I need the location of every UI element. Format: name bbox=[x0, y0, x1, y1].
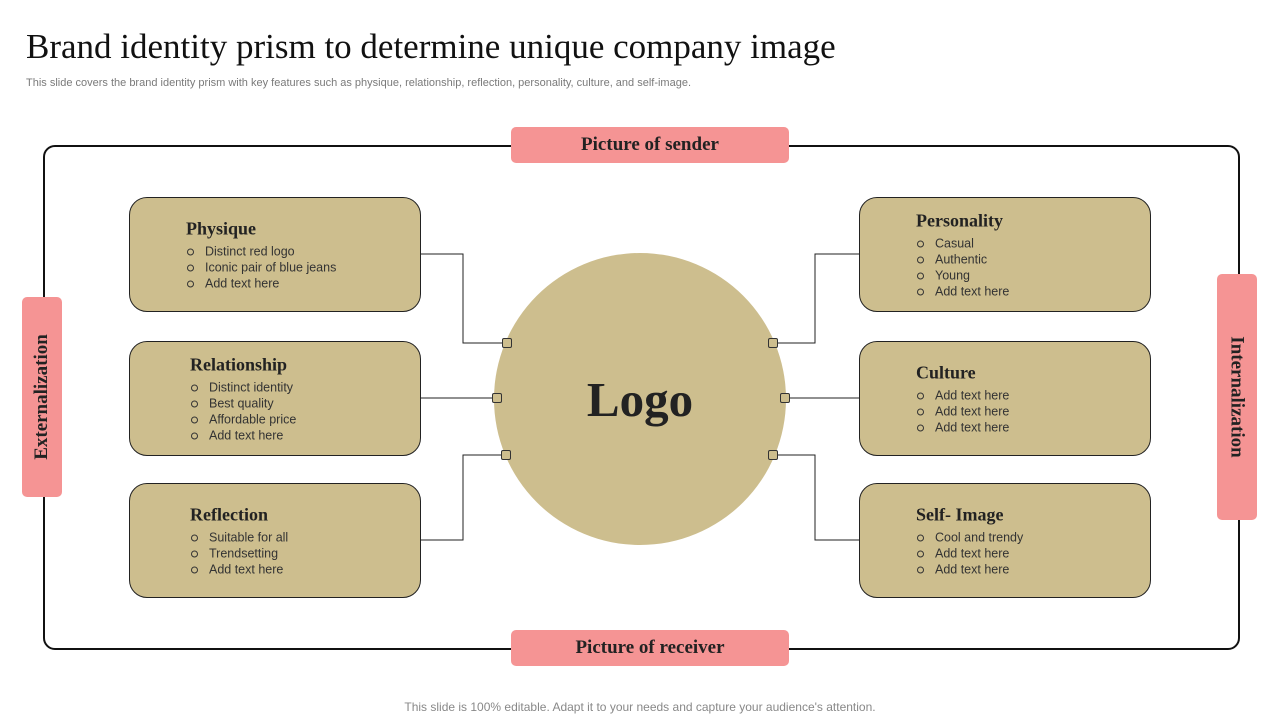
connector-physique bbox=[421, 253, 507, 344]
box-physique: Physique Distinct red logo Iconic pair o… bbox=[129, 197, 421, 312]
bullet-list: Cool and trendy Add text here Add text h… bbox=[916, 529, 1023, 577]
list-item: Distinct identity bbox=[190, 379, 296, 395]
list-item: Casual bbox=[916, 235, 1009, 251]
connector-handle bbox=[768, 338, 778, 348]
list-item: Suitable for all bbox=[190, 529, 288, 545]
list-item: Add text here bbox=[916, 419, 1009, 435]
connector-handle bbox=[492, 393, 502, 403]
list-item: Add text here bbox=[916, 403, 1009, 419]
logo-text: Logo bbox=[586, 371, 694, 427]
connector-reflection bbox=[421, 454, 506, 541]
list-item: Add text here bbox=[916, 545, 1023, 561]
list-item: Add text here bbox=[916, 283, 1009, 299]
connector-personality bbox=[773, 253, 860, 344]
box-personality: Personality Casual Authentic Young Add t… bbox=[859, 197, 1151, 312]
connector-handle bbox=[501, 450, 511, 460]
label-internalization: Internalization bbox=[1217, 274, 1257, 520]
box-title: Reflection bbox=[190, 504, 268, 524]
list-item: Best quality bbox=[190, 395, 296, 411]
list-item: Distinct red logo bbox=[186, 243, 336, 259]
box-title: Culture bbox=[916, 362, 976, 382]
bullet-list: Suitable for all Trendsetting Add text h… bbox=[190, 529, 288, 577]
box-culture: Culture Add text here Add text here Add … bbox=[859, 341, 1151, 456]
list-item: Add text here bbox=[916, 387, 1009, 403]
connector-handle bbox=[768, 450, 778, 460]
box-title: Physique bbox=[186, 218, 257, 238]
box-relationship: Relationship Distinct identity Best qual… bbox=[129, 341, 421, 456]
connector-handle bbox=[780, 393, 790, 403]
bullet-list: Distinct identity Best quality Affordabl… bbox=[190, 379, 296, 443]
box-title: Personality bbox=[916, 210, 1003, 230]
slide-subtitle: This slide covers the brand identity pri… bbox=[26, 77, 692, 89]
list-item: Young bbox=[916, 267, 1009, 283]
label-picture-of-receiver: Picture of receiver bbox=[511, 630, 789, 666]
box-title: Relationship bbox=[190, 354, 288, 374]
slide-title: Brand identity prism to determine unique… bbox=[26, 27, 836, 66]
list-item: Trendsetting bbox=[190, 545, 288, 561]
footer-note: This slide is 100% editable. Adapt it to… bbox=[404, 700, 876, 714]
connector-handle bbox=[502, 338, 512, 348]
list-item: Affordable price bbox=[190, 411, 296, 427]
box-title: Self- Image bbox=[916, 504, 1004, 524]
connector-self-image bbox=[773, 454, 860, 541]
label-externalization: Externalization bbox=[22, 297, 62, 497]
list-item: Add text here bbox=[190, 427, 296, 443]
list-item: Add text here bbox=[186, 275, 336, 291]
list-item: Add text here bbox=[190, 561, 288, 577]
list-item: Cool and trendy bbox=[916, 529, 1023, 545]
list-item: Add text here bbox=[916, 561, 1023, 577]
box-reflection: Reflection Suitable for all Trendsetting… bbox=[129, 483, 421, 598]
bullet-list: Add text here Add text here Add text her… bbox=[916, 387, 1009, 435]
label-picture-of-sender: Picture of sender bbox=[511, 127, 789, 163]
list-item: Iconic pair of blue jeans bbox=[186, 259, 336, 275]
box-self-image: Self- Image Cool and trendy Add text her… bbox=[859, 483, 1151, 598]
bullet-list: Casual Authentic Young Add text here bbox=[916, 235, 1009, 299]
list-item: Authentic bbox=[916, 251, 1009, 267]
bullet-list: Distinct red logo Iconic pair of blue je… bbox=[186, 243, 336, 291]
logo-circle: Logo bbox=[494, 253, 786, 545]
